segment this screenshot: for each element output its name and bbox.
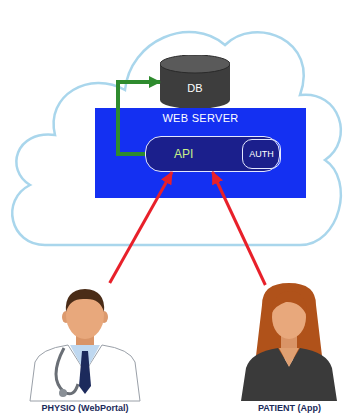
hair <box>66 289 104 312</box>
node-label: PHYSIO (WebPortal) <box>42 403 129 413</box>
physio-actor: PHYSIO (WebPortal) <box>20 283 150 417</box>
tie <box>79 351 91 394</box>
fringe <box>271 291 307 316</box>
neckline <box>279 348 299 367</box>
server-box: WEB SERVER API AUTH <box>95 108 306 198</box>
node-label: PATIENT (App) <box>258 403 321 413</box>
node-label: DB <box>187 82 202 94</box>
patient-actor: PATIENT (App) <box>232 285 347 417</box>
auth-box: AUTH <box>242 139 281 169</box>
stethoscope <box>56 348 78 394</box>
top <box>241 348 337 401</box>
node-label: API <box>174 147 193 161</box>
node-label: WEB SERVER <box>95 112 306 124</box>
cylinder-top <box>160 55 230 73</box>
cloud-outline <box>12 32 341 245</box>
database-cylinder: DB <box>160 55 230 109</box>
patient-figure <box>241 283 337 401</box>
hair-back <box>256 283 322 359</box>
coat <box>30 345 140 401</box>
node-label: AUTH <box>249 149 274 159</box>
doctor-figure <box>30 289 140 401</box>
stethoscope-head <box>59 389 67 397</box>
